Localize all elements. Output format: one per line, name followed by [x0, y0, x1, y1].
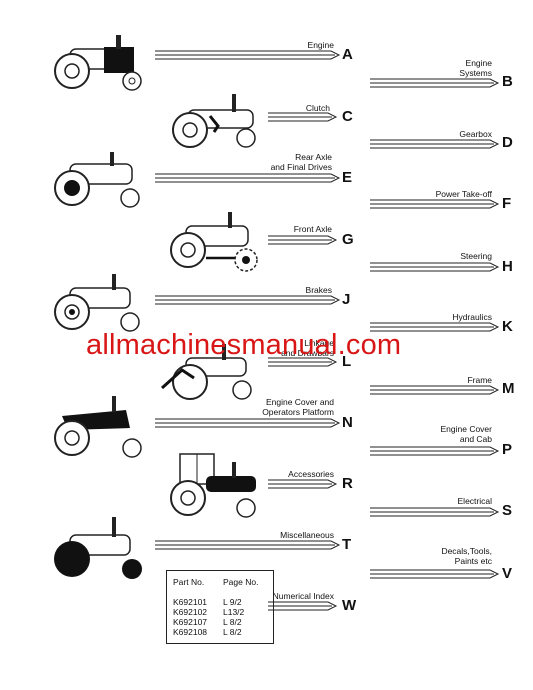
section-label: Rear Axle and Final Drives	[270, 152, 332, 172]
watermark-text: allmachinesmanual.com	[86, 329, 402, 361]
section-letter[interactable]: V	[502, 565, 513, 582]
section-label: Engine Systems	[459, 58, 492, 78]
section-label: Frame	[467, 375, 492, 385]
section-letter[interactable]: E	[342, 169, 353, 186]
section-letter[interactable]: C	[342, 108, 353, 125]
section-letter[interactable]: L	[342, 353, 352, 370]
part-number: K692107	[173, 617, 208, 627]
page-number: L 8/2	[223, 617, 242, 627]
arrow-icon	[268, 357, 338, 367]
arrow-icon	[370, 139, 500, 149]
section-label: Electrical	[457, 496, 492, 506]
part-number: K692102	[173, 607, 208, 617]
section-letter[interactable]: T	[342, 536, 352, 553]
section-label: Linkage and Drawbars	[281, 338, 334, 358]
arrow-icon	[370, 385, 500, 395]
section-label: Hydraulics	[452, 312, 492, 322]
section-label: Engine Cover and Cab	[440, 424, 492, 444]
page-number: L13/2	[223, 607, 245, 617]
arrow-icon	[268, 112, 338, 122]
section-letter[interactable]: G	[342, 231, 354, 248]
section-letter[interactable]: K	[502, 318, 513, 335]
arrow-icon	[155, 418, 341, 428]
section-letter[interactable]: F	[502, 195, 512, 212]
arrow-icon	[268, 235, 338, 245]
section-label: Numerical Index	[272, 591, 334, 601]
tractor-front-axle-icon	[170, 212, 258, 272]
part-number: K692101	[173, 597, 208, 607]
tractor-engine-icon	[54, 35, 142, 91]
section-letter[interactable]: D	[502, 134, 513, 151]
section-letter[interactable]: S	[502, 502, 513, 519]
part-number: K692108	[173, 627, 208, 637]
header-page-no: Page No.	[223, 577, 259, 587]
tractor-misc-icon	[54, 517, 142, 579]
arrow-icon	[370, 322, 500, 332]
tractor-brakes-icon	[54, 274, 140, 332]
arrow-icon	[155, 173, 341, 183]
arrow-icon	[155, 295, 341, 305]
section-letter[interactable]: B	[502, 73, 513, 90]
section-letter[interactable]: N	[342, 414, 353, 431]
tractor-cab-icon	[170, 453, 256, 518]
section-label: Gearbox	[459, 129, 492, 139]
section-letter[interactable]: M	[502, 380, 515, 397]
section-letter[interactable]: J	[342, 291, 351, 308]
section-label: Power Take-off	[435, 189, 492, 199]
arrow-icon	[268, 479, 338, 489]
section-label: Engine	[307, 40, 334, 50]
section-label: Clutch	[305, 103, 330, 113]
arrow-icon	[370, 262, 500, 272]
tractor-clutch-icon	[172, 94, 256, 148]
section-label: Front Axle	[293, 224, 332, 234]
page-number: L 9/2	[223, 597, 242, 607]
section-label: Miscellaneous	[280, 530, 334, 540]
page-number: L 8/2	[223, 627, 242, 637]
arrow-icon	[268, 601, 338, 611]
section-letter[interactable]: P	[502, 441, 513, 458]
tractor-linkage-icon	[160, 344, 252, 400]
arrow-icon	[370, 446, 500, 456]
section-label: Steering	[460, 251, 492, 261]
section-label: Engine Cover and Operators Platform	[262, 397, 334, 417]
parts-table: Part No. Page No. K692101 L 9/2 K692102 …	[166, 570, 274, 644]
section-letter[interactable]: H	[502, 258, 513, 275]
arrow-icon	[370, 78, 500, 88]
section-letter[interactable]: A	[342, 46, 353, 63]
tractor-rear-axle-icon	[54, 152, 140, 208]
arrow-icon	[370, 199, 500, 209]
tractor-platform-icon	[54, 396, 142, 458]
header-part-no: Part No.	[173, 577, 205, 587]
arrow-icon	[370, 507, 500, 517]
section-letter[interactable]: W	[342, 597, 357, 614]
section-label: Brakes	[305, 285, 332, 295]
section-letter[interactable]: R	[342, 475, 353, 492]
arrow-icon	[155, 540, 341, 550]
section-label: Decals,Tools, Paints etc	[441, 546, 492, 566]
section-label: Accessories	[288, 469, 334, 479]
arrow-icon	[155, 50, 341, 60]
arrow-icon	[370, 569, 500, 579]
